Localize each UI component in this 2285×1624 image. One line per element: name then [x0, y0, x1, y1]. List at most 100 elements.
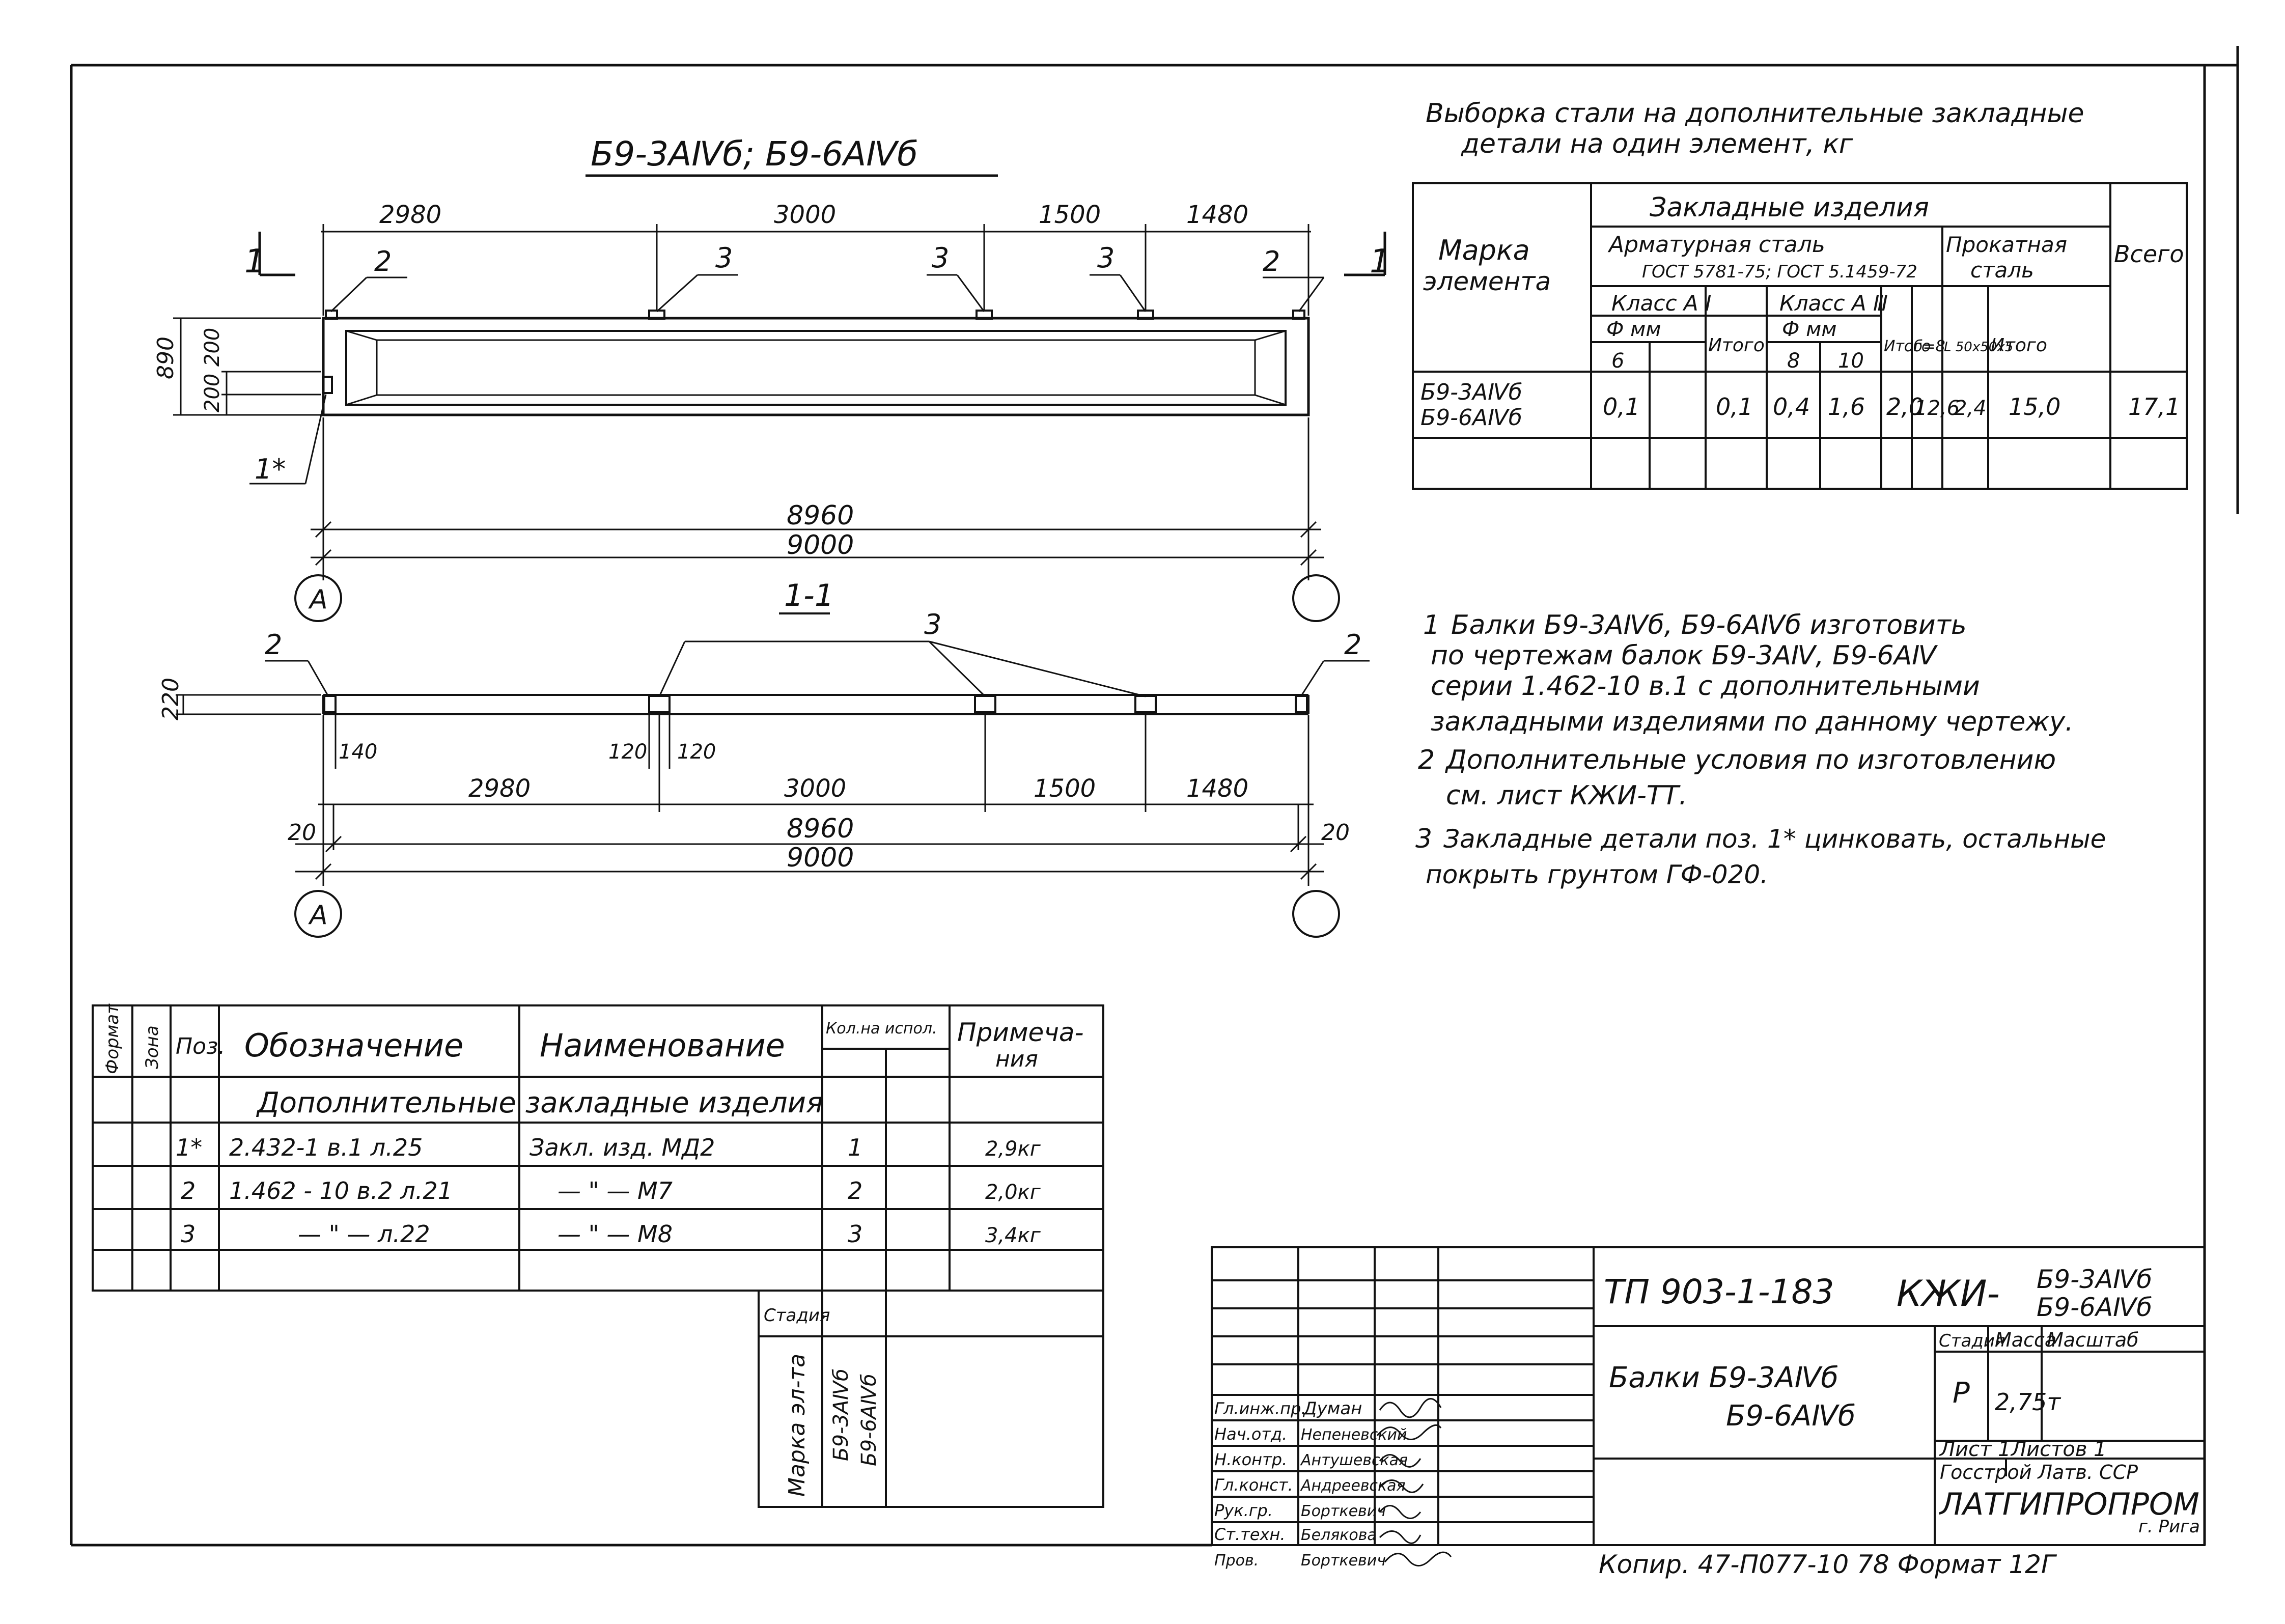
note-1-line-3: серии 1.462-10 в.1 с дополнительными: [1431, 671, 1980, 702]
section-dim-3000: 3000: [784, 774, 846, 803]
note-3-num: 3: [1415, 824, 1432, 854]
section-mark-right: 1: [1370, 243, 1390, 281]
tb-sheets: Листов 1: [2010, 1438, 2107, 1461]
h-mark-1: Марка: [1438, 234, 1530, 266]
staff-name-2: Непеневский: [1301, 1426, 1407, 1444]
spec-r2-name: — " — М7: [558, 1177, 673, 1205]
note-1-num: 1: [1423, 610, 1440, 640]
row-val-7: 2,4: [1954, 397, 1987, 420]
spec-h-name: Наименование: [540, 1027, 785, 1064]
sheet-code: КЖИ-: [1897, 1273, 2000, 1314]
h-itogo-1: Итого: [1708, 335, 1765, 356]
row-mark-1: Б9-3АⅣб: [1420, 379, 1522, 405]
h-d6: 6: [1611, 349, 1624, 373]
staff-role-7: Пров.: [1214, 1552, 1259, 1570]
spec-r1-qty: 1: [848, 1134, 862, 1161]
tb-h-scale: Масштаб: [2047, 1329, 2139, 1351]
spec-element-mark-2: Б9-6АⅣб: [857, 1374, 881, 1466]
sheet-mark-2: Б9-6АⅣб: [2037, 1293, 2152, 1322]
spec-h-qty: Кол.на испол.: [826, 1020, 937, 1038]
h-phi-1: Ф мм: [1606, 318, 1661, 341]
h-phi-2: Ф мм: [1782, 318, 1837, 341]
staff-name-5: Бортке­вич: [1301, 1502, 1386, 1520]
section-dim-2980: 2980: [468, 774, 531, 803]
plan-callout-2b: 2: [1263, 245, 1280, 277]
plan-overall-9000: 9000: [787, 530, 854, 561]
section-axis-a: А: [308, 900, 328, 931]
spec-r2-qty: 2: [848, 1177, 862, 1205]
staff-role-6: Ст.техн.: [1214, 1525, 1286, 1544]
copy-line: Копир. 47-П077-10 78 Формат 12Г: [1599, 1550, 2057, 1579]
spec-r1-note: 2,9кг: [985, 1137, 1041, 1161]
staff-role-1: Гл.инж.пр.: [1214, 1399, 1306, 1418]
section-view: 1-1 220 2 3 2: [158, 578, 1370, 938]
row-val-9: 17,1: [2128, 393, 2180, 421]
tb-org-name: ЛАТГИПРОПРОМ: [1939, 1487, 2199, 1522]
tb-sheet: Лист 1: [1939, 1438, 2011, 1461]
spec-h-note-2: ния: [995, 1046, 1038, 1072]
h-itogo-3: Итого: [1991, 335, 2047, 356]
spec-group: Дополнительные закладные изделия: [256, 1086, 823, 1119]
row-val-8: 15,0: [2009, 393, 2060, 421]
project-code: ТП 903-1-183: [1604, 1272, 1834, 1311]
note-3-line-1: Закладные детали поз. 1* цинковать, оста…: [1443, 824, 2106, 854]
h-class-a3: Класс А Ⅲ: [1779, 291, 1888, 316]
plan-overall-8960: 8960: [787, 500, 854, 531]
h-rolled-1: Прокатная: [1946, 232, 2067, 257]
steel-table-title-1: Выборка стали на дополнительные закладны…: [1426, 98, 2084, 129]
notes: 1 Балки Б9-3АⅣб, Б9-6АⅣб изготовить по ч…: [1415, 610, 2106, 889]
plan-axis-a: А: [308, 584, 328, 615]
spec-r3-qty: 3: [848, 1220, 862, 1248]
sheet-frame: [70, 46, 2239, 1547]
h-rebar-2: ГОСТ 5781-75; ГОСТ 5.1459-72: [1642, 262, 1917, 282]
plan-height-890: 890: [153, 337, 179, 379]
title-name-1: Балки Б9-3АⅣб: [1609, 1361, 1838, 1394]
spec-table: Формат Зона Поз. Обозначение Наименовани…: [92, 1003, 1104, 1508]
spec-r3-name: — " — М8: [558, 1220, 673, 1248]
row-val-3: 0,4: [1773, 393, 1810, 421]
note-1-line-1: Балки Б9-3АⅣб, Б9-6АⅣб изготовить: [1451, 610, 1967, 640]
h-b8: б=8: [1913, 338, 1945, 355]
plan-callout-3b: 3: [932, 242, 949, 274]
drawing-title: Б9-3АⅣб; Б9-6АⅣб: [591, 134, 918, 174]
spec-element-mark-1: Б9-3АⅣб: [829, 1368, 853, 1461]
section-dim-120a: 120: [608, 740, 647, 764]
spec-r3-note: 3,4кг: [985, 1224, 1041, 1247]
h-d10: 10: [1838, 349, 1864, 373]
spec-r3-designation: — " — л.22: [298, 1220, 430, 1248]
plan-callout-3a: 3: [715, 242, 733, 274]
steel-table: Выборка стали на дополнительные закладны…: [1412, 98, 2188, 490]
note-1-line-4: закладными изделиями по данному чертежу.: [1431, 707, 2074, 737]
section-end-20-right: 20: [1321, 820, 1350, 846]
note-2-num: 2: [1418, 745, 1435, 775]
spec-r3-pos: 3: [181, 1220, 196, 1248]
note-2-line-1: Дополнительные условия по изготовлению: [1445, 745, 2056, 775]
section-dim-140: 140: [339, 740, 377, 764]
row-val-4: 1,6: [1828, 393, 1865, 421]
spec-r2-note: 2,0кг: [985, 1181, 1041, 1204]
spec-h-pos: Поз.: [176, 1033, 225, 1059]
h-itogo-2: Итого: [1884, 338, 1931, 355]
h-rebar-1: Арматурная сталь: [1607, 232, 1825, 258]
spec-r2-pos: 2: [181, 1177, 196, 1205]
plan-dim-3: 1500: [1039, 201, 1101, 229]
spec-r1-designation: 2.432-1 в.1 л.25: [229, 1134, 423, 1161]
tb-h-mass: Масса: [1995, 1329, 2056, 1351]
tb-org-city: г. Рига: [2138, 1517, 2200, 1537]
title-name-2: Б9-6АⅣб: [1726, 1399, 1855, 1433]
note-2-line-2: см. лист КЖИ-ТТ.: [1446, 780, 1687, 811]
section-dim-1500: 1500: [1034, 774, 1096, 803]
plan-callout-2a: 2: [374, 245, 392, 277]
sheet-mark-1: Б9-3АⅣб: [2037, 1265, 2152, 1294]
staff-role-3: Н.контр.: [1214, 1450, 1287, 1469]
h-rolled-2: сталь: [1970, 258, 2034, 283]
h-total: Всего: [2114, 240, 2184, 268]
section-height-220: 220: [158, 678, 184, 720]
note-1-line-2: по чертежам балок Б9-3АⅣ, Б9-6АⅣ: [1431, 640, 1938, 671]
row-val-6: 12,6: [1914, 397, 1960, 420]
row-val-0: 0,1: [1603, 393, 1640, 421]
plan-view: 2980 3000 1500 1480 2 3 3 3 2 1 1: [153, 201, 1390, 622]
section-dim-120b: 120: [677, 740, 716, 764]
plan-dim-2: 3000: [774, 201, 836, 229]
section-callout-3: 3: [924, 608, 941, 640]
